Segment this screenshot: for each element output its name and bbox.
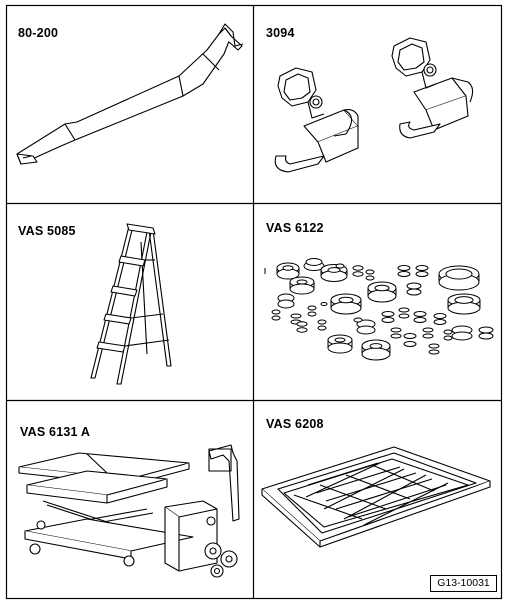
tool-label-vas-5085: VAS 5085 [18,224,76,238]
tool-label-vas-6208: VAS 6208 [266,417,324,431]
tool-cell-vas-5085: VAS 5085 [7,204,253,400]
pry-lever-icon [16,23,244,165]
tool-cell-vas-6208: VAS 6208 [254,401,501,598]
step-ladder-icon [90,223,172,385]
tool-label-vas-6122: VAS 6122 [266,221,324,235]
document-reference-number: G13-10031 [430,575,497,592]
drip-tray-icon [261,446,491,548]
tool-cell-80-200: 80-200 [7,6,253,203]
scissor-lift-table-icon [18,444,240,578]
tool-cell-vas-6122: VAS 6122 [254,204,501,400]
bushing-set-icon [264,258,494,361]
tool-cell-vas-6131-a: VAS 6131 A [7,401,253,598]
hose-clamp-pliers-icon [274,37,474,173]
tool-label-vas-6131-a: VAS 6131 A [20,425,91,439]
tool-label-80-200: 80-200 [18,26,59,40]
tool-label-3094: 3094 [266,26,295,40]
tool-cell-3094: 3094 [254,6,501,203]
